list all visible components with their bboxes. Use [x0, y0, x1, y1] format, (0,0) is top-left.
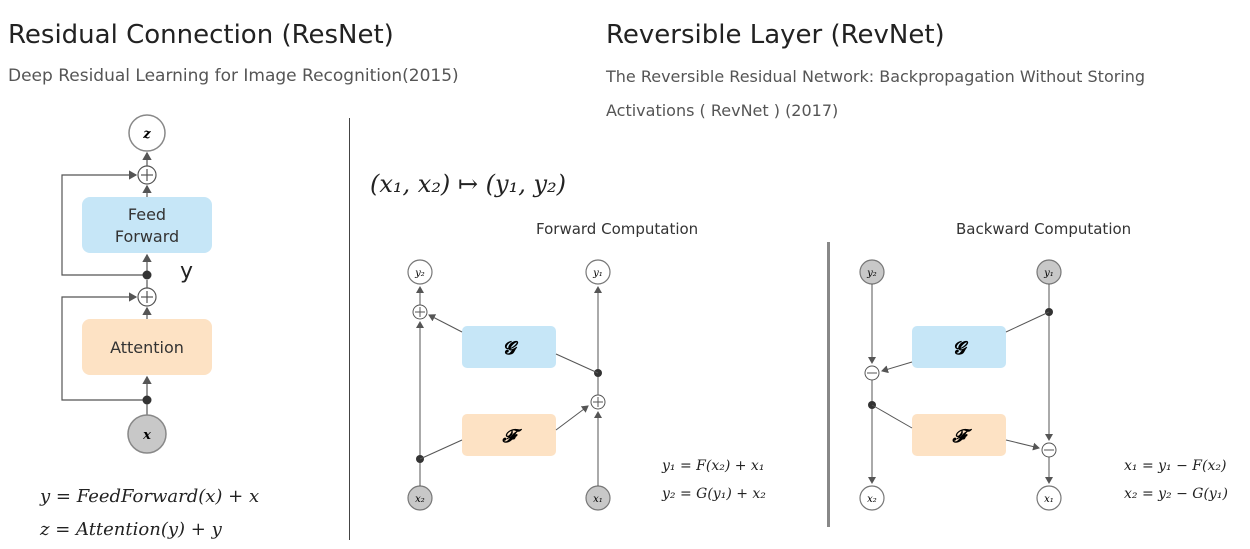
- svg-text:z: z: [142, 127, 151, 142]
- revnet-title: Reversible Layer (RevNet): [606, 20, 945, 50]
- forward-equation-1: y₁ = F(x₂) + x₁: [662, 458, 765, 474]
- svg-text:Forward: Forward: [115, 227, 179, 246]
- svg-text:x₁: x₁: [1044, 494, 1054, 505]
- y-label: y: [180, 259, 193, 284]
- resnet-equation-1: y = FeedForward(x) + x: [40, 486, 260, 507]
- add-circle-top: [137, 165, 157, 185]
- panel-divider: [349, 118, 350, 540]
- node-z: z: [128, 114, 166, 152]
- fwd-g-block: 𝓖: [462, 326, 556, 368]
- svg-text:y₂: y₂: [414, 268, 425, 279]
- branch-dot-y: [142, 270, 152, 280]
- fwd-node-x1: x₁: [585, 485, 611, 511]
- branch-dot-x: [142, 395, 152, 405]
- resnet-title: Residual Connection (ResNet): [8, 20, 394, 50]
- backward-diagram: y₂ y₁ x₂ x₁ 𝓖 𝓕: [859, 259, 1062, 511]
- backward-equation-2: x₂ = y₂ − G(y₁): [1124, 486, 1228, 502]
- bwd-node-x2: x₂: [859, 485, 885, 511]
- fwd-node-y2: y₂: [407, 259, 433, 285]
- bwd-node-x1: x₁: [1036, 485, 1062, 511]
- feed-forward-block: Feed Forward: [82, 197, 212, 253]
- fwd-add-x1: [590, 394, 606, 410]
- bwd-g-block: 𝓖: [912, 326, 1006, 368]
- computation-divider: [827, 242, 830, 527]
- resnet-equation-2: z = Attention(y) + y: [40, 519, 222, 540]
- svg-text:x₂: x₂: [867, 494, 877, 505]
- resnet-diagram: z Feed Forward y Attention x: [61, 114, 212, 454]
- svg-text:y₁: y₁: [592, 268, 603, 279]
- fwd-node-y1: y₁: [585, 259, 611, 285]
- forward-equation-2: y₂ = G(y₁) + x₂: [662, 486, 766, 502]
- svg-text:x₂: x₂: [415, 494, 425, 505]
- svg-text:Feed: Feed: [128, 205, 166, 224]
- forward-diagram: y₂ y₁ x₂ x₁ 𝓖 𝓕: [407, 259, 611, 511]
- revnet-subtitle-line2: Activations ( RevNet ) (2017): [606, 101, 839, 120]
- bwd-node-y1: y₁: [1036, 259, 1062, 285]
- svg-text:x₁: x₁: [593, 494, 603, 505]
- revnet-subtitle-line1: The Reversible Residual Network: Backpro…: [606, 67, 1146, 86]
- svg-text:𝓖: 𝓖: [503, 338, 519, 359]
- svg-text:y₁: y₁: [1043, 268, 1054, 279]
- resnet-subtitle: Deep Residual Learning for Image Recogni…: [8, 66, 459, 86]
- fwd-add-y2: [412, 304, 428, 320]
- bwd-node-y2: y₂: [859, 259, 885, 285]
- svg-text:y₂: y₂: [866, 268, 877, 279]
- bwd-f-block: 𝓕: [912, 414, 1006, 456]
- add-circle-middle: [137, 287, 157, 307]
- svg-text:𝓖: 𝓖: [953, 338, 969, 359]
- fwd-f-block: 𝓕: [462, 414, 556, 456]
- bwd-subtract-y1: [1041, 442, 1057, 458]
- fwd-node-x2: x₂: [407, 485, 433, 511]
- svg-text:Attention: Attention: [110, 338, 184, 357]
- backward-equation-1: x₁ = y₁ − F(x₂): [1124, 458, 1227, 474]
- node-x: x: [127, 414, 167, 454]
- forward-title: Forward Computation: [536, 220, 699, 238]
- svg-text:x: x: [142, 428, 151, 443]
- revnet-mapping: (x₁, x₂) ↦ (y₁, y₂): [370, 170, 567, 198]
- backward-title: Backward Computation: [956, 220, 1132, 238]
- attention-block: Attention: [82, 319, 212, 375]
- bwd-subtract-y2: [864, 365, 880, 381]
